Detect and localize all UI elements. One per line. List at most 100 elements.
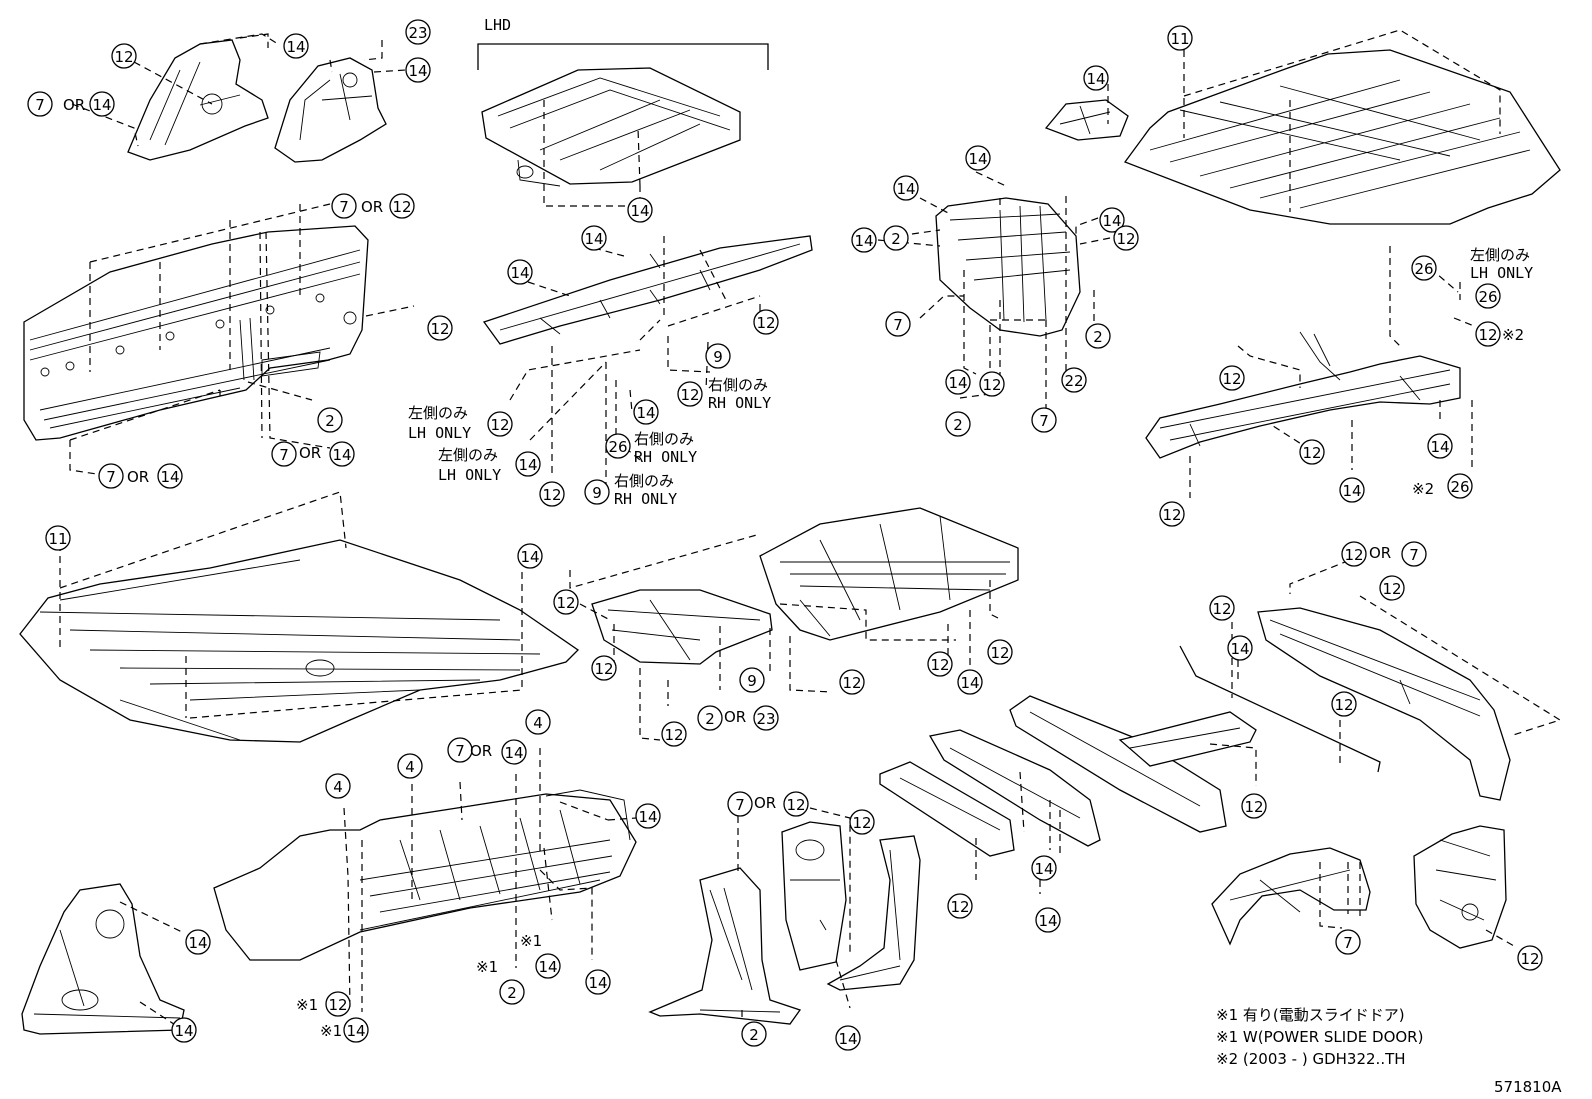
part-callout-2[interactable]: 2 <box>1085 323 1111 349</box>
part-callout-9[interactable]: 9 <box>705 343 731 369</box>
part-callout-11[interactable]: 11 <box>45 525 71 551</box>
part-center-floor-assembly[interactable] <box>213 789 637 961</box>
part-callout-12[interactable]: 12 <box>753 309 779 335</box>
part-callout-14[interactable]: 14 <box>835 1025 861 1051</box>
part-callout-2[interactable]: 2 <box>317 407 343 433</box>
part-callout-14[interactable]: 14 <box>283 33 309 59</box>
part-rear-wheelhouse[interactable] <box>1211 825 1507 949</box>
part-callout-12[interactable]: 12 <box>111 43 137 69</box>
part-callout-14[interactable]: 14 <box>89 91 115 117</box>
part-callout-14[interactable]: 14 <box>185 929 211 955</box>
part-callout-14[interactable]: 14 <box>581 225 607 251</box>
part-callout-2[interactable]: 2 <box>697 705 723 731</box>
part-callout-12[interactable]: 12 <box>661 721 687 747</box>
part-callout-23[interactable]: 23 <box>405 19 431 45</box>
part-callout-7[interactable]: 7 <box>271 441 297 467</box>
part-side-panel-inner[interactable] <box>23 225 369 441</box>
part-callout-7[interactable]: 7 <box>1401 541 1427 567</box>
part-callout-14[interactable]: 14 <box>1035 907 1061 933</box>
part-callout-7[interactable]: 7 <box>1335 929 1361 955</box>
part-center-pillar-cluster[interactable] <box>935 197 1081 337</box>
part-callout-14[interactable]: 14 <box>635 803 661 829</box>
part-callout-14[interactable]: 14 <box>1099 207 1125 233</box>
part-callout-4[interactable]: 4 <box>325 773 351 799</box>
part-callout-23[interactable]: 23 <box>753 705 779 731</box>
part-callout-12[interactable]: 12 <box>1219 365 1245 391</box>
part-callout-4[interactable]: 4 <box>525 709 551 735</box>
part-callout-12[interactable]: 12 <box>927 651 953 677</box>
part-callout-12[interactable]: 12 <box>591 655 617 681</box>
part-callout-14[interactable]: 14 <box>633 399 659 425</box>
part-callout-26[interactable]: 26 <box>605 433 631 459</box>
part-callout-12[interactable]: 12 <box>325 991 351 1017</box>
part-callout-7[interactable]: 7 <box>98 463 124 489</box>
part-callout-2[interactable]: 2 <box>499 979 525 1005</box>
part-callout-26[interactable]: 26 <box>1411 255 1437 281</box>
part-callout-12[interactable]: 12 <box>1299 439 1325 465</box>
part-callout-26[interactable]: 26 <box>1475 283 1501 309</box>
part-callout-12[interactable]: 12 <box>487 411 513 437</box>
part-callout-2[interactable]: 2 <box>945 411 971 437</box>
part-callout-12[interactable]: 12 <box>553 589 579 615</box>
part-callout-12[interactable]: 12 <box>1113 225 1139 251</box>
part-callout-2[interactable]: 2 <box>883 225 909 251</box>
part-callout-14[interactable]: 14 <box>851 227 877 253</box>
part-callout-14[interactable]: 14 <box>627 197 653 223</box>
part-rear-floor-crossmember[interactable] <box>1179 607 1511 801</box>
part-center-pillar-lower[interactable] <box>648 821 847 1025</box>
part-front-pillar-lower[interactable] <box>826 835 921 991</box>
part-callout-12[interactable]: 12 <box>1475 321 1501 347</box>
part-callout-14[interactable]: 14 <box>945 369 971 395</box>
part-callout-7[interactable]: 7 <box>885 311 911 337</box>
part-rear-floor-pan-upper[interactable] <box>1123 49 1561 225</box>
part-callout-14[interactable]: 14 <box>515 451 541 477</box>
part-rear-pillar-upper[interactable] <box>127 39 269 161</box>
part-callout-14[interactable]: 14 <box>1083 65 1109 91</box>
part-callout-12[interactable]: 12 <box>1331 691 1357 717</box>
part-callout-12[interactable]: 12 <box>947 893 973 919</box>
part-callout-12[interactable]: 12 <box>1341 541 1367 567</box>
part-callout-14[interactable]: 14 <box>1427 433 1453 459</box>
part-callout-12[interactable]: 12 <box>677 381 703 407</box>
part-callout-9[interactable]: 9 <box>584 479 610 505</box>
part-side-sill-rails[interactable] <box>879 695 1257 857</box>
part-floor-bracket-small[interactable] <box>1044 99 1129 141</box>
part-callout-14[interactable]: 14 <box>957 669 983 695</box>
part-callout-12[interactable]: 12 <box>1241 793 1267 819</box>
part-callout-14[interactable]: 14 <box>343 1017 369 1043</box>
part-floor-crossmember-front[interactable] <box>591 589 773 665</box>
part-callout-2[interactable]: 2 <box>741 1021 767 1047</box>
part-callout-9[interactable]: 9 <box>739 667 765 693</box>
part-callout-22[interactable]: 22 <box>1061 367 1087 393</box>
part-front-floor-pan[interactable] <box>19 539 580 743</box>
part-callout-7[interactable]: 7 <box>27 91 53 117</box>
part-callout-12[interactable]: 12 <box>783 791 809 817</box>
part-callout-12[interactable]: 12 <box>1379 575 1405 601</box>
part-callout-14[interactable]: 14 <box>507 259 533 285</box>
part-callout-14[interactable]: 14 <box>893 175 919 201</box>
part-callout-12[interactable]: 12 <box>427 315 453 341</box>
part-callout-12[interactable]: 12 <box>839 669 865 695</box>
part-front-crossmember[interactable] <box>482 235 813 345</box>
part-callout-14[interactable]: 14 <box>1227 635 1253 661</box>
part-callout-14[interactable]: 14 <box>535 953 561 979</box>
part-lhd-frame[interactable] <box>481 67 741 187</box>
part-callout-14[interactable]: 14 <box>1031 855 1057 881</box>
part-rear-pillar-lower[interactable] <box>21 883 185 1035</box>
part-callout-14[interactable]: 14 <box>501 739 527 765</box>
part-callout-7[interactable]: 7 <box>1031 407 1057 433</box>
part-callout-12[interactable]: 12 <box>1159 501 1185 527</box>
part-callout-12[interactable]: 12 <box>539 481 565 507</box>
part-callout-14[interactable]: 14 <box>585 969 611 995</box>
part-callout-7[interactable]: 7 <box>331 193 357 219</box>
part-callout-14[interactable]: 14 <box>517 543 543 569</box>
part-callout-12[interactable]: 12 <box>1517 945 1543 971</box>
part-callout-11[interactable]: 11 <box>1167 25 1193 51</box>
part-callout-12[interactable]: 12 <box>389 193 415 219</box>
part-callout-12[interactable]: 12 <box>987 639 1013 665</box>
part-callout-12[interactable]: 12 <box>979 371 1005 397</box>
part-center-floor-frame[interactable] <box>759 507 1019 641</box>
part-callout-12[interactable]: 12 <box>849 809 875 835</box>
part-callout-14[interactable]: 14 <box>405 57 431 83</box>
part-callout-7[interactable]: 7 <box>447 737 473 763</box>
